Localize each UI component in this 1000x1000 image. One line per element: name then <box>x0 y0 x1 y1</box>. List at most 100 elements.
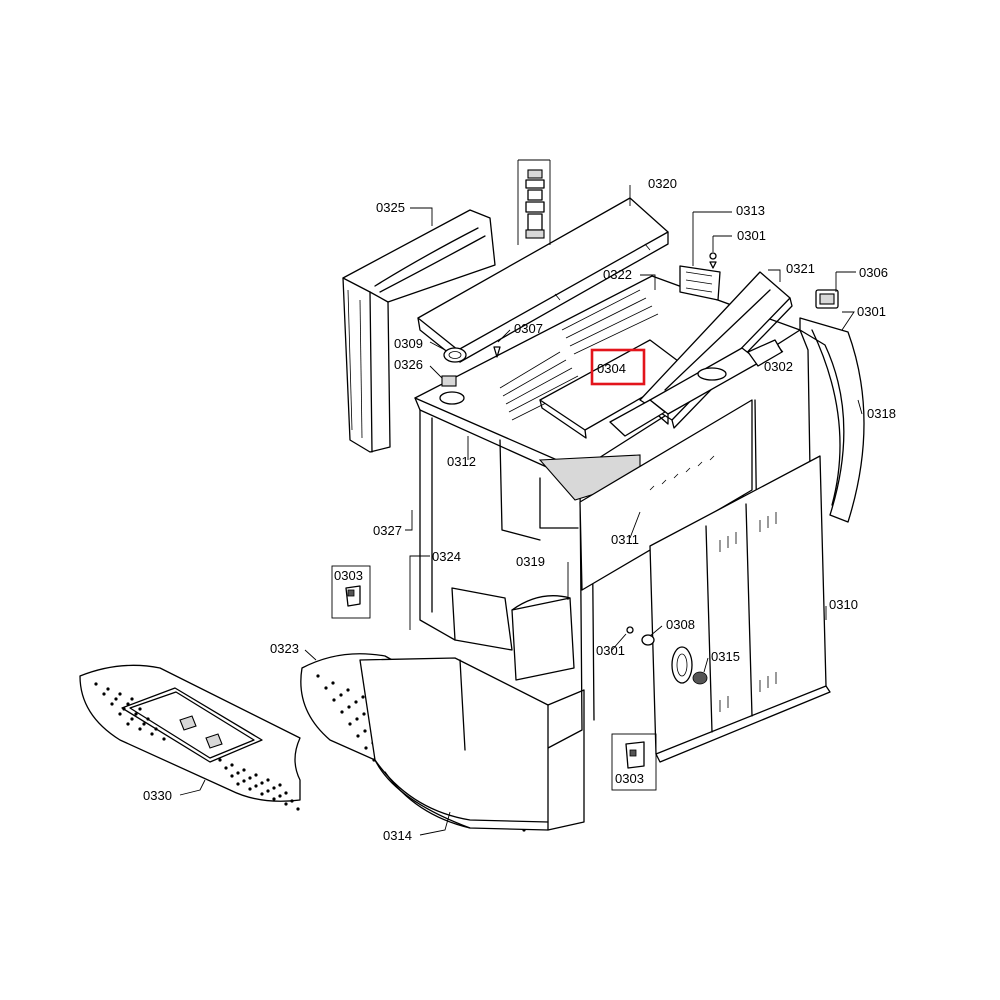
part-0324-drip-plate[interactable] <box>451 587 513 651</box>
label-0307[interactable]: 0307 <box>514 321 543 336</box>
part-0314-drip-tray[interactable] <box>359 657 585 831</box>
screw-0301-front[interactable] <box>626 626 634 634</box>
part-0313-bracket[interactable] <box>679 265 721 301</box>
perforation-dot <box>134 712 138 716</box>
perforation-dot <box>284 802 288 806</box>
label-0302[interactable]: 0302 <box>764 359 793 374</box>
perforation-dot <box>118 712 122 716</box>
perforation-dot <box>363 729 367 733</box>
part-0311-front-panel[interactable] <box>579 399 753 591</box>
perforation-dot <box>122 707 126 711</box>
highlight-box-0304 <box>590 348 646 386</box>
perforation-dot <box>266 778 270 782</box>
perforation-dot <box>364 746 368 750</box>
perforation-dot <box>218 758 222 762</box>
label-0310[interactable]: 0310 <box>829 597 858 612</box>
perforation-dot <box>316 674 320 678</box>
perforation-dot <box>361 695 365 699</box>
part-0306-switch[interactable] <box>815 289 839 309</box>
part-0308-knob[interactable] <box>641 634 655 646</box>
perforation-dot <box>106 687 110 691</box>
part-labels: 0320 0325 0313 0301 0322 0321 0306 0301 … <box>143 176 896 843</box>
perforation-dot <box>224 766 228 770</box>
label-0327[interactable]: 0327 <box>373 523 402 538</box>
part-0302-hinge[interactable] <box>747 339 783 367</box>
label-0301-right[interactable]: 0301 <box>857 304 886 319</box>
part-0319-container[interactable] <box>511 595 575 681</box>
label-0320[interactable]: 0320 <box>648 176 677 191</box>
label-0306[interactable]: 0306 <box>859 265 888 280</box>
part-0315-knob[interactable] <box>692 671 708 685</box>
part-0307-screw[interactable] <box>493 346 501 358</box>
perforation-dot <box>260 792 264 796</box>
perforation-dot <box>236 771 240 775</box>
perforation-dot <box>142 722 146 726</box>
label-0322[interactable]: 0322 <box>603 267 632 282</box>
perforation-dot <box>146 717 150 721</box>
perforation-dot <box>254 773 258 777</box>
perforation-dot <box>150 732 154 736</box>
perforation-dot <box>114 697 118 701</box>
perforation-dot <box>236 782 240 786</box>
label-0313[interactable]: 0313 <box>736 203 765 218</box>
label-0312[interactable]: 0312 <box>447 454 476 469</box>
label-0321[interactable]: 0321 <box>786 261 815 276</box>
perforation-dot <box>346 688 350 692</box>
perforation-dot <box>348 722 352 726</box>
perforation-dot <box>347 705 351 709</box>
part-0303-clip-right[interactable] <box>611 733 657 791</box>
label-0301-front[interactable]: 0301 <box>596 643 625 658</box>
perforation-dot <box>94 682 98 686</box>
part-0318-rear-panel[interactable] <box>799 317 865 523</box>
perforation-dot <box>272 786 276 790</box>
label-0319[interactable]: 0319 <box>516 554 545 569</box>
perforation-dot <box>355 717 359 721</box>
label-0314[interactable]: 0314 <box>383 828 412 843</box>
part-0325-water-tank[interactable] <box>342 209 496 453</box>
perforation-dot <box>130 697 134 701</box>
perforation-dot <box>248 787 252 791</box>
perforation-dot <box>126 722 130 726</box>
perforation-dot <box>290 799 294 803</box>
perforation-dot <box>296 807 300 811</box>
perforation-dot <box>272 797 276 801</box>
perforation-dot <box>260 781 264 785</box>
perforation-dot <box>340 710 344 714</box>
valve-spring-stack <box>517 159 551 245</box>
label-0308[interactable]: 0308 <box>666 617 695 632</box>
label-0318[interactable]: 0318 <box>867 406 896 421</box>
part-0304-lid[interactable] <box>609 347 761 437</box>
perforation-dot <box>230 774 234 778</box>
label-0309[interactable]: 0309 <box>394 336 423 351</box>
label-0303-right[interactable]: 0303 <box>615 771 644 786</box>
label-0303-left[interactable]: 0303 <box>334 568 363 583</box>
label-0330[interactable]: 0330 <box>143 788 172 803</box>
part-0326-knob[interactable] <box>439 375 465 405</box>
label-0301-top[interactable]: 0301 <box>737 228 766 243</box>
part-0309-seal[interactable] <box>443 347 467 363</box>
label-0311[interactable]: 0311 <box>611 532 639 547</box>
leader-lines <box>179 185 863 836</box>
part-0320-top-cover[interactable] <box>417 197 669 363</box>
label-0326[interactable]: 0326 <box>394 357 423 372</box>
perforation-dot <box>118 692 122 696</box>
label-0323[interactable]: 0323 <box>270 641 299 656</box>
part-0321-top-strip[interactable] <box>639 271 793 429</box>
perforation-dot <box>138 727 142 731</box>
perforation-dot <box>354 700 358 704</box>
label-0304[interactable]: 0304 <box>597 361 626 376</box>
screw-0301-top[interactable] <box>709 252 717 269</box>
label-0324[interactable]: 0324 <box>432 549 461 564</box>
perforation-dot <box>138 707 142 711</box>
part-0330-grid-plate[interactable] <box>79 664 301 811</box>
part-0303-clip-left[interactable] <box>331 565 371 619</box>
perforation-dot <box>278 783 282 787</box>
label-0325[interactable]: 0325 <box>376 200 405 215</box>
perforation-dot <box>162 737 166 741</box>
perforation-dot <box>266 789 270 793</box>
perforation-dot <box>130 717 134 721</box>
label-0315[interactable]: 0315 <box>711 649 740 664</box>
perforation-dot <box>331 681 335 685</box>
perforation-dot <box>154 727 158 731</box>
